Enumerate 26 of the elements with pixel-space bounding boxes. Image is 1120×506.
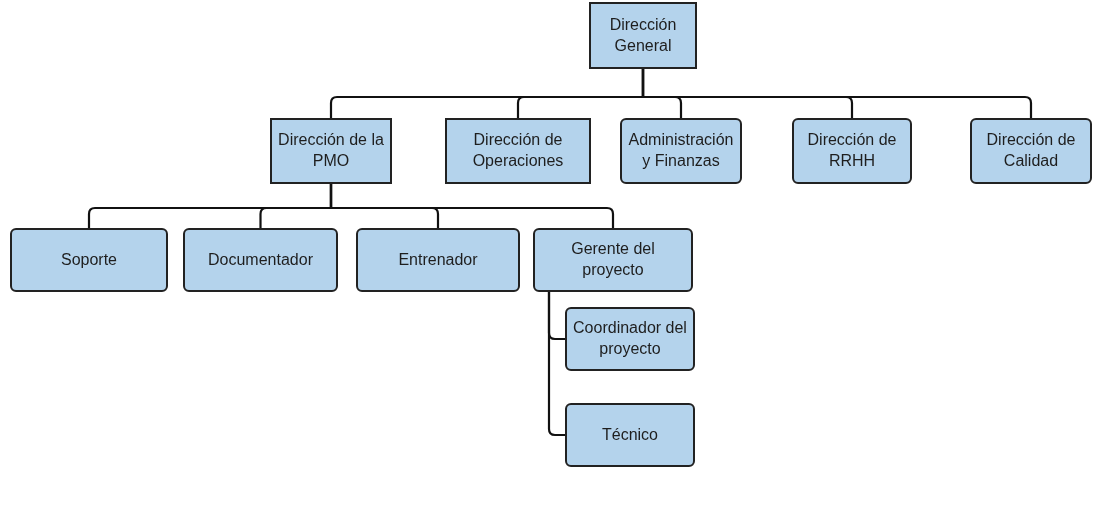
org-box [565,307,695,371]
org-box [10,228,168,292]
connector-line [329,184,615,228]
org-box [589,2,697,69]
box-label: Dirección de Calidad [985,130,1077,171]
org-box [356,228,520,292]
box-label: Técnico [602,424,658,445]
org-box [533,228,693,292]
org-box [565,403,695,467]
org-box [792,118,912,184]
box-label: Dirección General [608,14,678,56]
box-label: Gerente del proyecto [570,239,656,280]
box-label: Entrenador [398,249,478,270]
box-label: Administración y Finanzas [627,130,735,171]
org-box [970,118,1092,184]
box-label: Dirección de RRHH [806,130,898,171]
box-label: Dirección de Operaciones [471,130,565,171]
org-box [620,118,742,184]
org-box [445,118,591,184]
box-label: Coordinador del proyecto [572,318,688,359]
connector-line [641,69,1033,118]
box-label: Dirección de la PMO [277,130,385,171]
box-label: Documentador [208,249,313,270]
box-label: Soporte [60,249,117,270]
org-box [270,118,392,184]
org-box [183,228,338,292]
